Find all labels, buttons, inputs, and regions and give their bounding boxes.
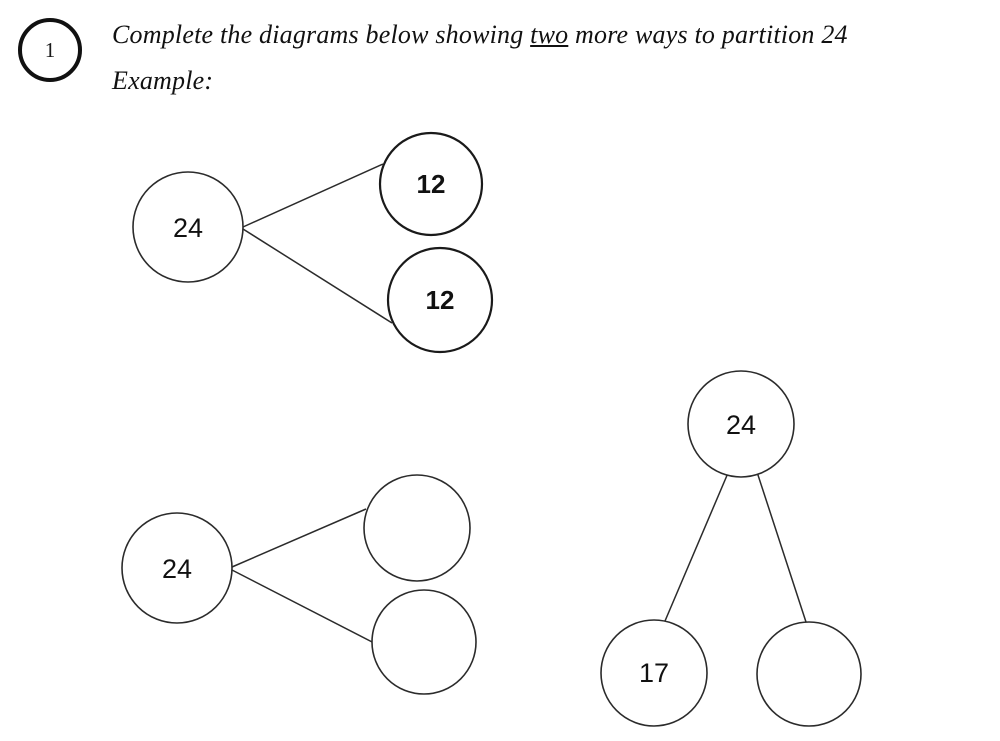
instruction-text: Complete the diagrams below showing two … [112, 20, 972, 50]
node-right-part-b-blank[interactable] [756, 621, 862, 727]
node-example-whole [132, 171, 244, 283]
connector-example-lower [242, 228, 393, 324]
connector-right-right [756, 471, 807, 623]
node-left-part-b-blank[interactable] [371, 589, 477, 695]
node-right-whole-label: 24 [726, 410, 756, 440]
question-number-badge: 1 [18, 18, 82, 82]
node-example-whole-label: 24 [173, 213, 203, 243]
node-left-part-a-blank[interactable] [363, 474, 471, 582]
node-example-part-a-label: 12 [417, 169, 446, 199]
instruction-block: Complete the diagrams below showing two … [112, 20, 972, 96]
question-number-label: 1 [44, 37, 56, 62]
node-left-whole [121, 512, 233, 624]
connector-left-upper [231, 508, 367, 568]
instruction-suffix: more ways to partition 24 [568, 20, 848, 49]
blank-diagram-left: 24 [121, 474, 477, 695]
node-example-part-b [386, 246, 494, 354]
instruction-emphasis-two: two [530, 20, 569, 49]
node-right-whole [687, 370, 795, 478]
blank-diagram-right: 24 17 [600, 370, 862, 727]
connector-example-upper [242, 163, 384, 228]
node-right-part-a [600, 619, 708, 727]
node-example-part-b-label: 12 [426, 285, 455, 315]
example-label: Example: [112, 66, 214, 95]
instruction-prefix: Complete the diagrams below showing [112, 20, 531, 49]
node-left-whole-label: 24 [162, 554, 192, 584]
connector-left-lower [231, 569, 377, 645]
node-example-part-a [378, 131, 484, 237]
example-diagram: 24 12 12 [132, 131, 494, 354]
connector-right-left [664, 472, 729, 622]
node-right-part-a-label: 17 [639, 658, 669, 688]
